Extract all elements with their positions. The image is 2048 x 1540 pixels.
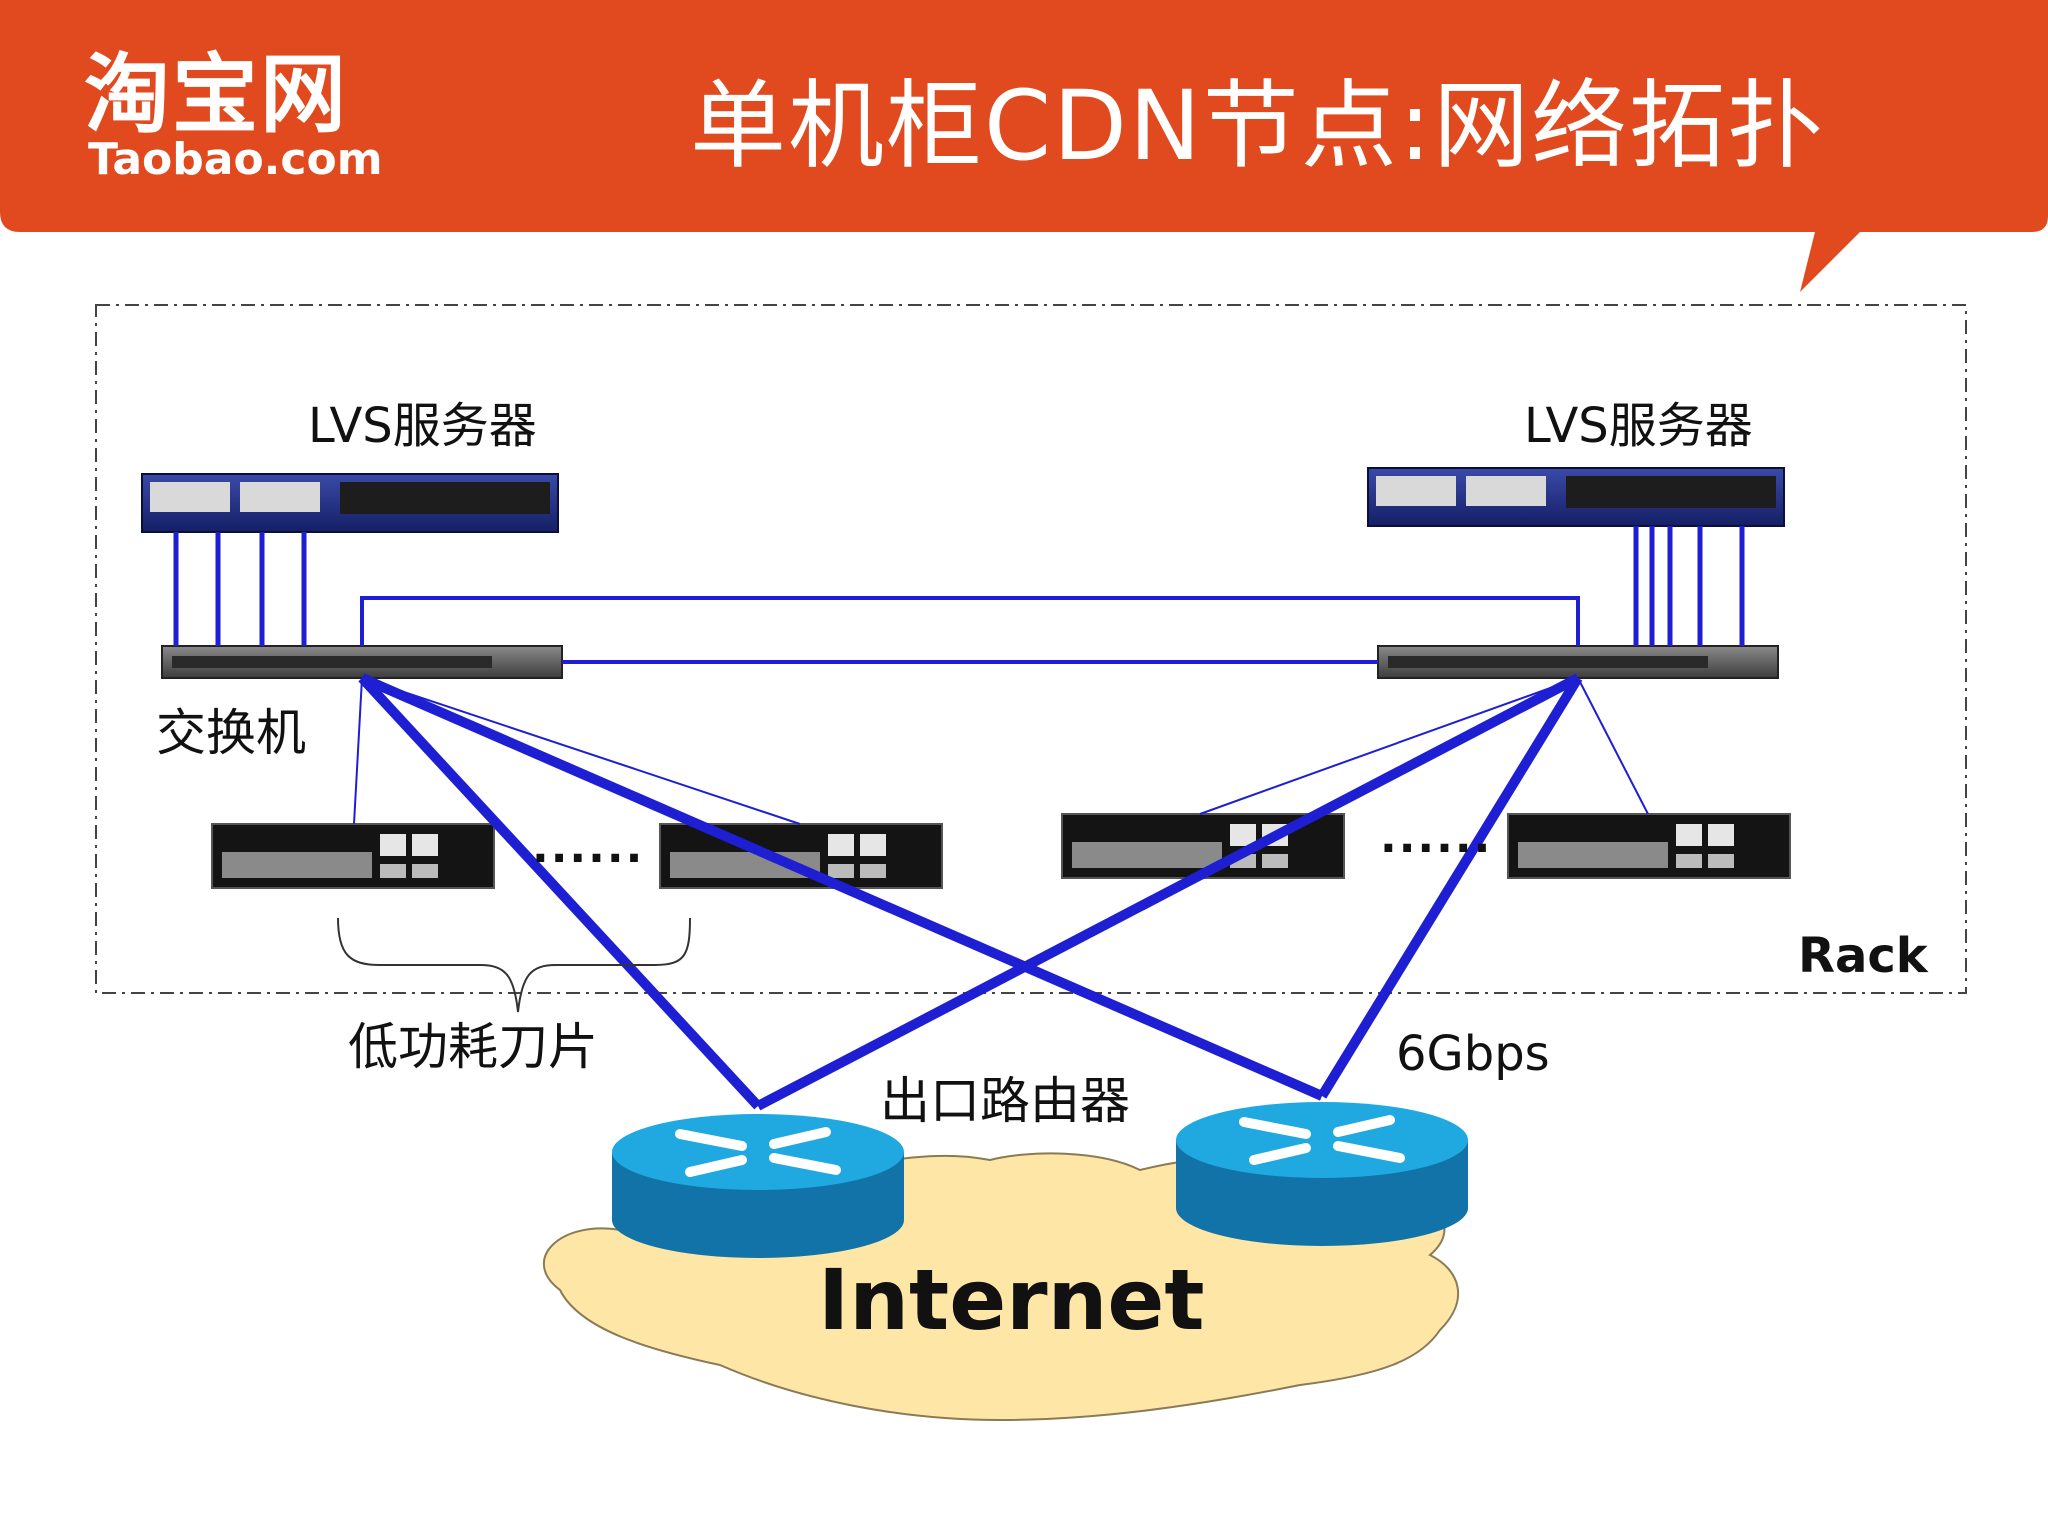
rack-label: Rack <box>1798 928 1928 984</box>
lvs-server-right <box>1367 467 1785 527</box>
switch-label: 交换机 <box>156 704 306 762</box>
switch-left <box>161 645 563 679</box>
blade-server-2 <box>659 823 943 889</box>
inter-switch-links <box>360 596 1580 664</box>
blade-label: 低功耗刀片 <box>348 1018 598 1076</box>
blade-server-1 <box>211 823 495 889</box>
lvs-links-right <box>1633 526 1745 646</box>
router-label: 出口路由器 <box>880 1072 1130 1130</box>
bandwidth-label: 6Gbps <box>1396 1026 1550 1082</box>
router-left-icon <box>612 1114 904 1258</box>
blade-server-4 <box>1507 813 1791 879</box>
blade-links <box>353 677 1649 825</box>
lvs-server-left <box>141 473 559 533</box>
ellipsis-left: ...... <box>532 822 645 873</box>
logo-en: Taobao.com <box>88 134 383 185</box>
header-banner <box>0 0 2048 292</box>
lvs-links-left <box>173 532 307 646</box>
logo-cn: 淘宝网 <box>84 45 348 145</box>
rack-outline <box>95 304 1967 994</box>
lvs-right-label: LVS服务器 <box>1524 398 1753 454</box>
router-uplinks <box>358 673 1583 1111</box>
internet-label: Internet <box>818 1251 1205 1349</box>
blade-brace <box>337 917 691 1013</box>
switch-right <box>1377 645 1779 679</box>
router-right-icon <box>1176 1102 1468 1246</box>
ellipsis-right: ...... <box>1380 812 1493 863</box>
lvs-left-label: LVS服务器 <box>308 398 537 454</box>
blade-server-3 <box>1061 813 1345 879</box>
page-title: 单机柜CDN节点:网络拓扑 <box>690 70 1826 182</box>
